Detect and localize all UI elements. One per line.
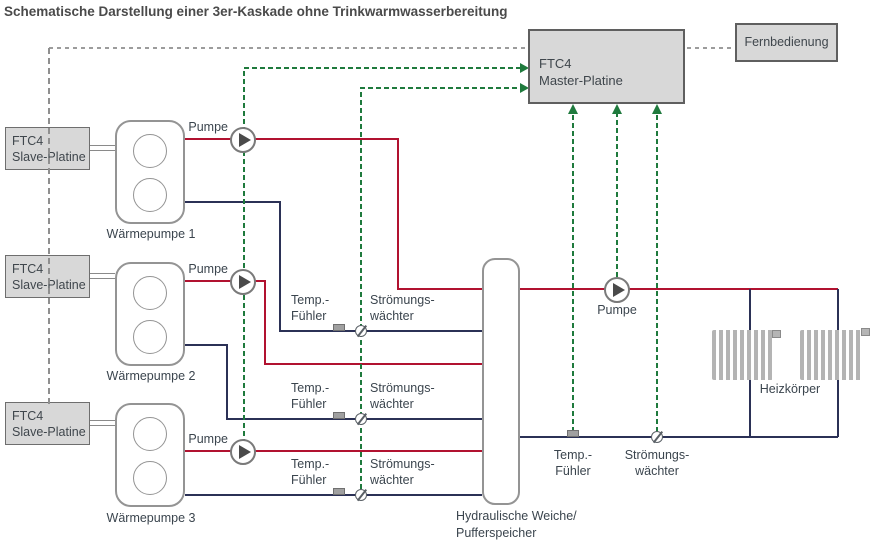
temp-sensor-right-label-line1: Temp.- xyxy=(553,448,593,462)
pump-wp1-label: Pumpe xyxy=(188,120,228,134)
pump-icon-wp2 xyxy=(230,269,256,295)
connector-slave2-wp2 xyxy=(90,273,115,279)
arrow-into-master-2 xyxy=(520,83,529,93)
temp-sensor-icon-row1 xyxy=(333,324,345,331)
temp-sensor-row1-label-line2: Fühler xyxy=(291,309,327,323)
pump-icon-wp3 xyxy=(230,439,256,465)
return-pipe-wp1 xyxy=(185,201,482,332)
slave-1-label-line1: FTC4 xyxy=(12,134,44,148)
temp-sensor-row3-label-line2: Fühler xyxy=(291,473,327,487)
heat-pump-1 xyxy=(115,120,185,224)
flow-switch-icon-row1 xyxy=(355,325,367,337)
heat-pump-3 xyxy=(115,403,185,507)
control-line-pumps xyxy=(243,67,521,452)
master-label-line2: Master-Platine xyxy=(539,73,623,88)
flow-switch-right-label-line1: Strömungs- xyxy=(624,448,690,462)
flow-switch-row1-label-line2: wächter xyxy=(370,309,414,323)
temp-sensor-row3-label-line1: Temp.- xyxy=(291,457,330,471)
supply-pipe-wp2 xyxy=(185,280,482,365)
flow-switch-row1-label-line1: Strömungs- xyxy=(370,293,435,307)
diagram-title: Schematische Darstellung einer 3er-Kaska… xyxy=(4,4,508,19)
radiator-label: Heizkörper xyxy=(759,382,821,396)
flow-switch-row3-label-line1: Strömungs- xyxy=(370,457,435,471)
ftc4-slave-board-1: FTC4 Slave-Platine xyxy=(5,127,90,170)
remote-control-box: Fernbedienung xyxy=(735,23,838,62)
flow-switch-row2-label-line2: wächter xyxy=(370,397,414,411)
pump-icon-heating-circuit xyxy=(604,277,630,303)
heat-pump-2-fan-top xyxy=(133,276,167,310)
separator-label-line1: Hydraulische Weiche/ xyxy=(456,509,577,523)
bus-line-vertical xyxy=(48,48,50,404)
temp-sensor-icon-row3 xyxy=(333,488,345,495)
radiator-1 xyxy=(712,330,773,380)
flow-switch-row2-label-line1: Strömungs- xyxy=(370,381,435,395)
master-label-line1: FTC4 xyxy=(539,56,572,71)
slave-2-label-line1: FTC4 xyxy=(12,262,44,276)
flow-switch-icon-heating-circuit xyxy=(651,431,663,443)
temp-sensor-row2-label-line1: Temp.- xyxy=(291,381,330,395)
temp-sensor-row2-label-line2: Fühler xyxy=(291,397,327,411)
separator-label-line2: Pufferspeicher xyxy=(456,526,537,540)
flow-switch-icon-row2 xyxy=(355,413,367,425)
ftc4-slave-board-2: FTC4 Slave-Platine xyxy=(5,255,90,298)
remote-control-label: Fernbedienung xyxy=(744,35,829,49)
ftc4-master-board: FTC4 Master-Platine xyxy=(528,29,685,104)
slave-3-label-line1: FTC4 xyxy=(12,409,44,423)
pump-icon-wp1 xyxy=(230,127,256,153)
flow-switch-icon-row3 xyxy=(355,489,367,501)
control-line-flow-switches xyxy=(360,87,521,497)
radiator-2 xyxy=(800,330,863,380)
heat-pump-2-fan-bottom xyxy=(133,320,167,354)
arrow-up-flow-switch xyxy=(652,104,662,114)
arrow-up-temp-sensor xyxy=(568,104,578,114)
slave-1-label-line2: Slave-Platine xyxy=(12,150,86,164)
flow-switch-right-label-line2: wächter xyxy=(635,464,679,478)
heat-pump-1-label: Wärmepumpe 1 xyxy=(106,227,196,241)
heat-pump-2 xyxy=(115,262,185,366)
heat-pump-1-fan-top xyxy=(133,134,167,168)
return-pipe-wp2 xyxy=(185,344,482,420)
supply-pipe-wp1 xyxy=(185,138,482,290)
connector-slave3-wp3 xyxy=(90,420,115,426)
connector-slave1-wp1 xyxy=(90,145,115,151)
pump-wp3-label: Pumpe xyxy=(188,432,228,446)
temp-sensor-icon-heating-circuit xyxy=(567,430,579,437)
flow-switch-row3-label-line2: wächter xyxy=(370,473,414,487)
temp-sensor-icon-row2 xyxy=(333,412,345,419)
temp-sensor-row1-label-line1: Temp.- xyxy=(291,293,330,307)
pump-heating-circuit-label: Pumpe xyxy=(597,303,637,317)
pump-wp2-label: Pumpe xyxy=(188,262,228,276)
ftc4-slave-board-3: FTC4 Slave-Platine xyxy=(5,402,90,445)
heat-pump-2-label: Wärmepumpe 2 xyxy=(106,369,196,383)
heat-pump-3-fan-top xyxy=(133,417,167,451)
hydraulic-separator xyxy=(482,258,520,505)
radiator-1-valve-icon xyxy=(772,330,781,338)
arrow-up-pump xyxy=(612,104,622,114)
heat-pump-1-fan-bottom xyxy=(133,178,167,212)
temp-sensor-right-label-line2: Fühler xyxy=(555,464,591,478)
heat-pump-3-fan-bottom xyxy=(133,461,167,495)
arrow-into-master-1 xyxy=(520,63,529,73)
slave-2-label-line2: Slave-Platine xyxy=(12,278,86,292)
heat-pump-3-label: Wärmepumpe 3 xyxy=(106,511,196,525)
slave-3-label-line2: Slave-Platine xyxy=(12,425,86,439)
radiator-2-valve-icon xyxy=(861,328,870,336)
